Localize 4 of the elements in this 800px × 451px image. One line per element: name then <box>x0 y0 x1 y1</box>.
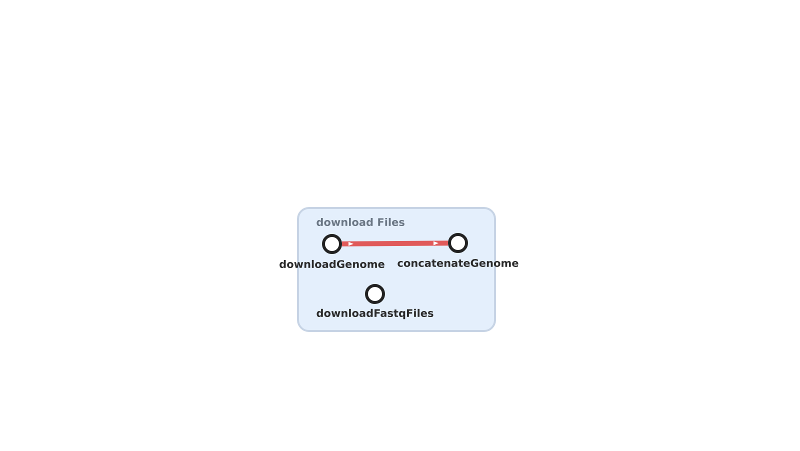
arrow <box>342 240 448 246</box>
node-label: concatenateGenome <box>398 259 518 267</box>
node-label: downloadGenome <box>280 260 384 268</box>
node-label: downloadFastqFiles <box>316 308 434 320</box>
